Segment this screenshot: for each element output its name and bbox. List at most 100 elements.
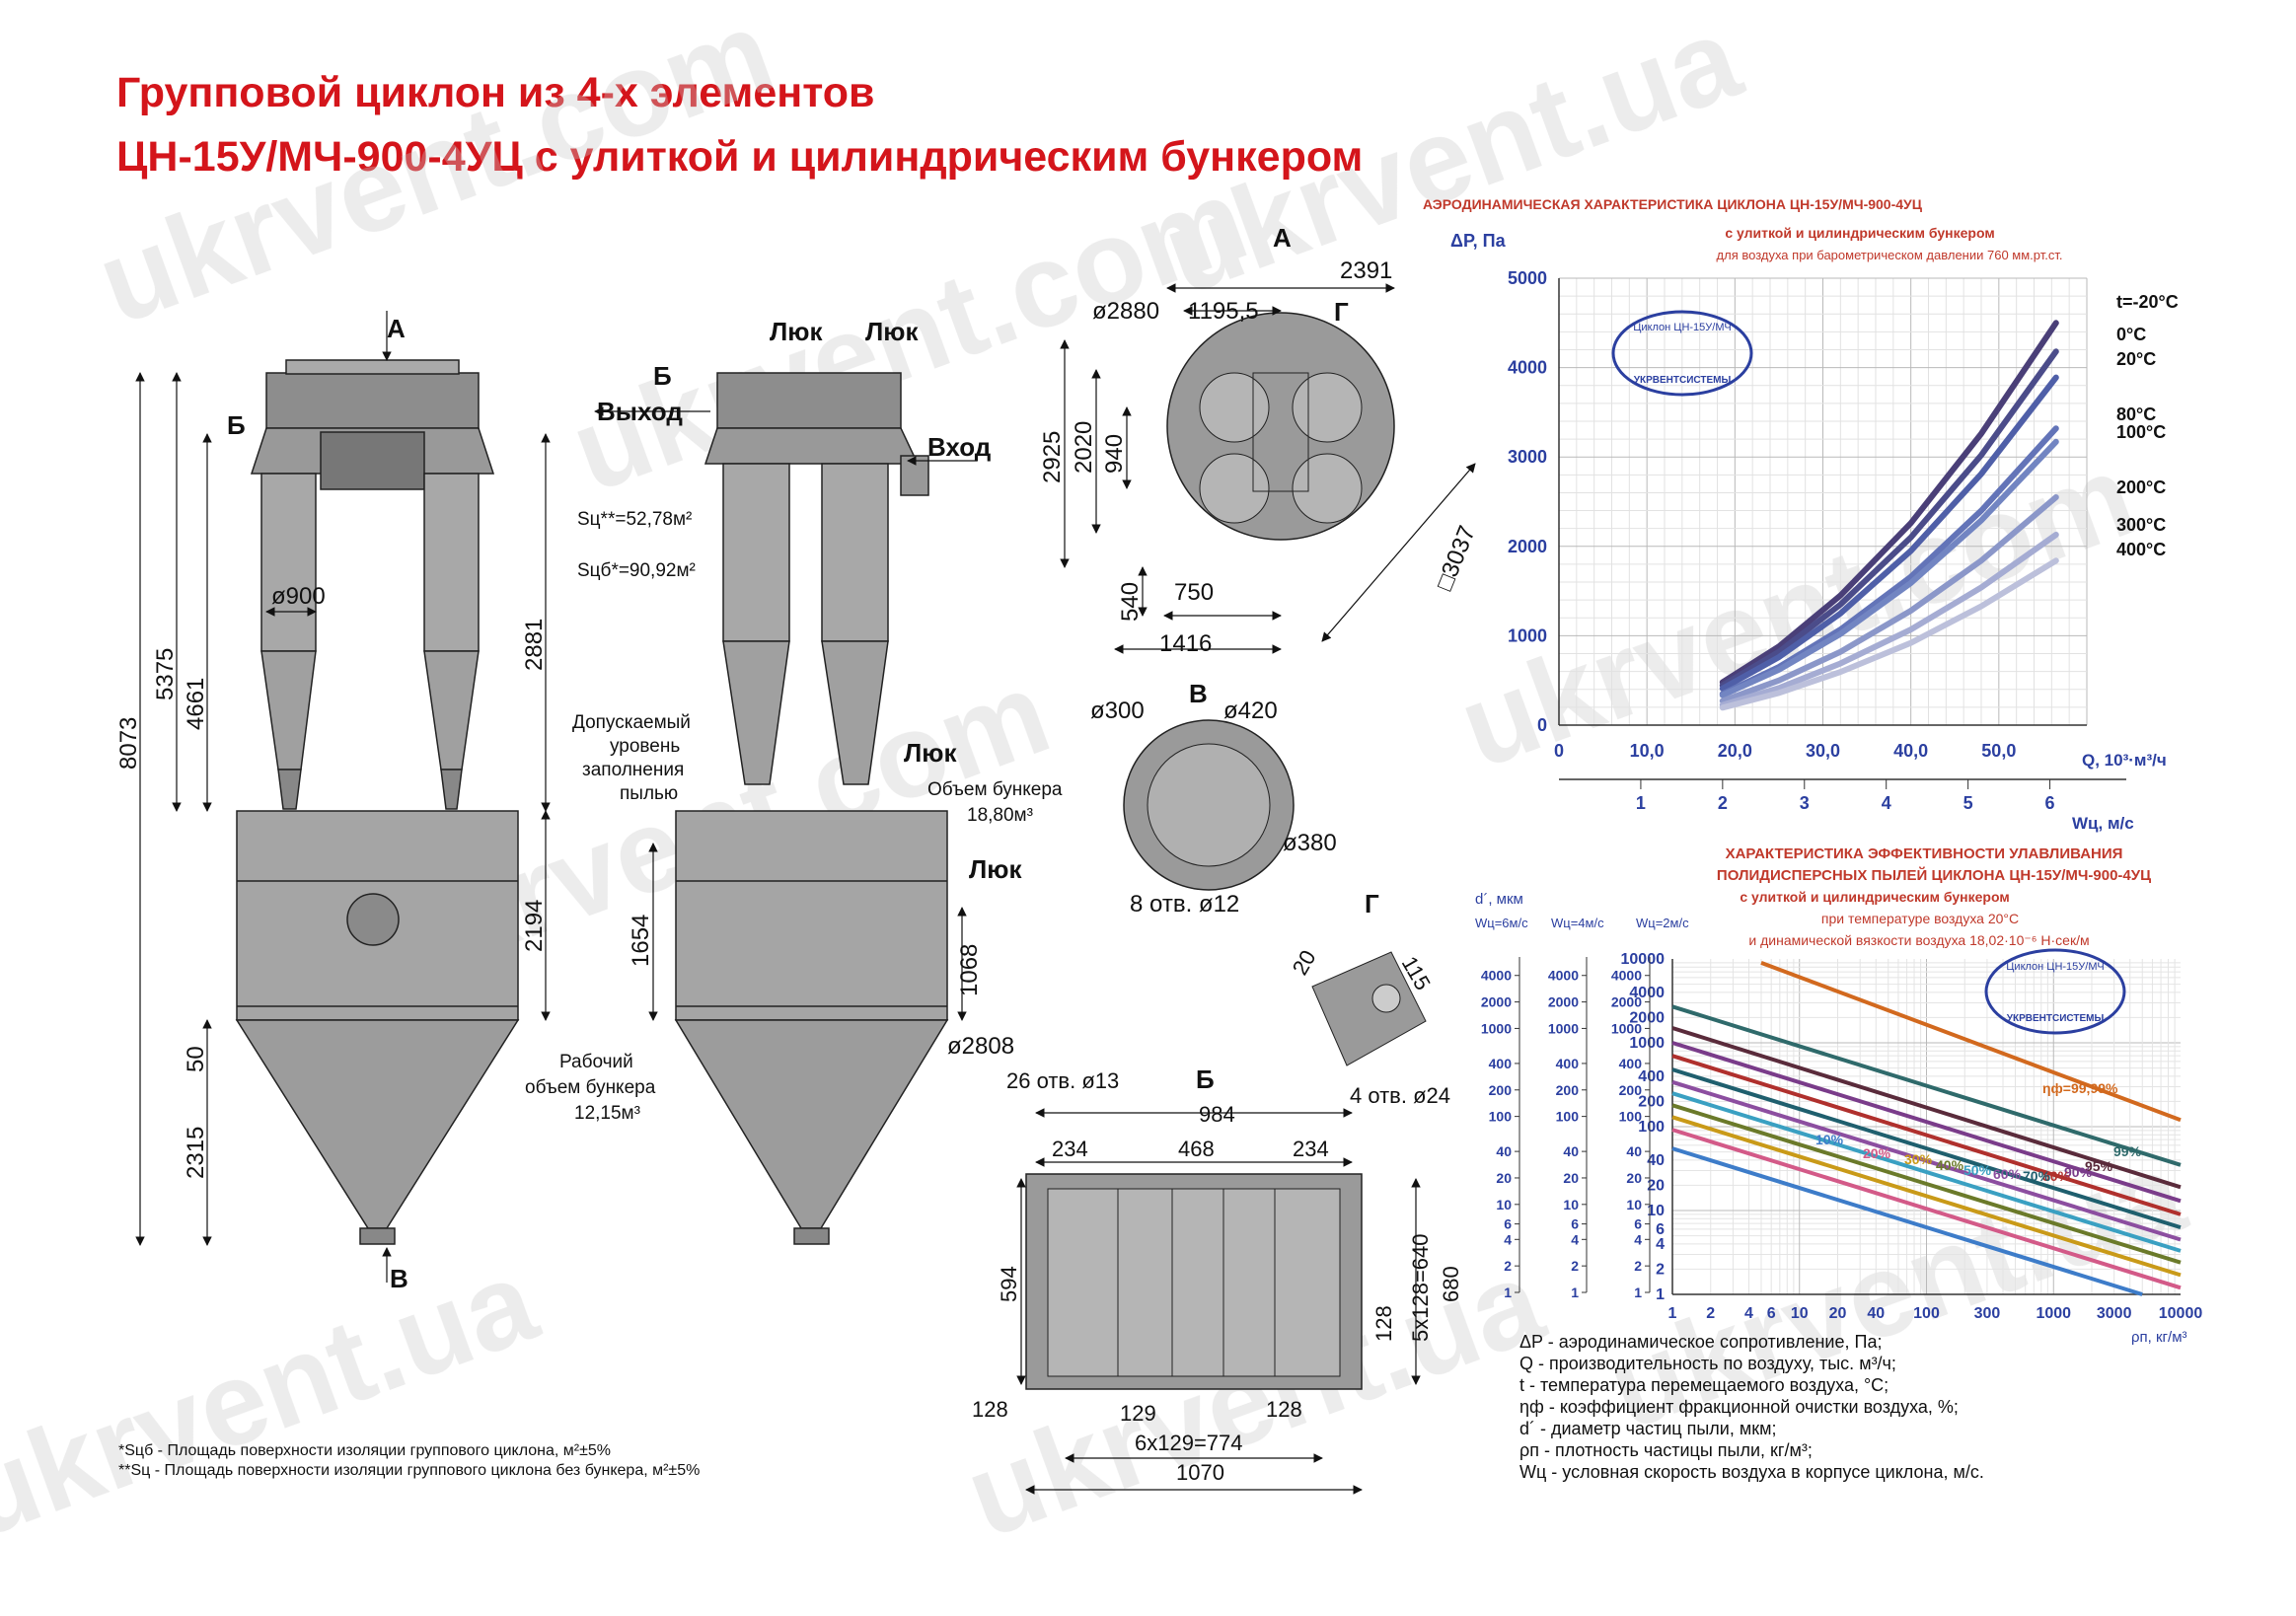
dim-4661: 4661 <box>183 678 209 730</box>
chart1-title: АЭРОДИНАМИЧЕСКАЯ ХАРАКТЕРИСТИКА ЦИКЛОНА … <box>1423 196 1923 212</box>
legend-line: ηф - коэффициент фракционной очистки воз… <box>1519 1397 1959 1417</box>
dust-level-label: заполнения <box>582 760 684 780</box>
watermark-text: ukrvent.ua <box>1148 0 1756 320</box>
chart2-x-tick: 300 <box>1974 1305 2001 1322</box>
footnote-2: **Sц - Площадь поверхности изоляции груп… <box>118 1462 701 1479</box>
chart2-extra-tick: 4000 <box>1548 968 1579 984</box>
chart2-extra-tick: 40 <box>1626 1143 1642 1159</box>
view-g-mark: Г <box>1334 297 1349 327</box>
working-volume-label: объем бункера <box>525 1077 656 1098</box>
chart2-series-label: ηф=99,99% <box>2042 1080 2118 1096</box>
chart2-series-label: 20% <box>1863 1145 1891 1161</box>
chart1-logo: Циклон ЦН-15У/МЧ УКРВЕНТСИСТЕМЫ <box>1611 310 1753 397</box>
chart2-subtitle-1: ПОЛИДИСПЕРСНЫХ ПЫЛЕЙ ЦИКЛОНА ЦН-15У/МЧ-9… <box>1717 866 2151 884</box>
side-labels: Б Выход Вход Люк Люк Люк Люк <box>597 317 1022 884</box>
dim-a-sq3037: □3037 <box>1432 522 1481 594</box>
chart2-extra-tick: 1000 <box>1481 1020 1512 1036</box>
title-line-1: Групповой циклон из 4-х элементов <box>116 69 875 116</box>
chart1-series-line <box>1719 494 2059 704</box>
chart2-extra-tick: 100 <box>1489 1109 1513 1125</box>
chart2-y-tick: 4 <box>1656 1236 1665 1253</box>
dim-a-2391: 2391 <box>1340 257 1392 284</box>
front-view <box>235 359 520 1245</box>
chart2-series-line <box>1671 1103 2182 1265</box>
chart2-extra-tick: 2000 <box>1611 994 1642 1010</box>
chart2-series-line <box>1671 1041 2182 1204</box>
footnote-1: *Sцб - Площадь поверхности изоляции груп… <box>118 1442 611 1459</box>
dim-d900: ø900 <box>271 583 326 610</box>
working-volume-label: 12,15м³ <box>574 1103 640 1124</box>
chart2-extra-tick: 4000 <box>1481 968 1512 984</box>
dim-a-2020: 2020 <box>1071 421 1097 474</box>
hopper-volume-label: 18,80м³ <box>967 805 1033 826</box>
dim-a-1416: 1416 <box>1159 630 1212 657</box>
chart2-extra-tick: 6 <box>1504 1216 1512 1232</box>
legend-line: ρп - плотность частицы пыли, кг/м³; <box>1519 1440 1813 1460</box>
dim-b-holes: 26 отв. ø13 <box>1006 1068 1119 1093</box>
dim-1654: 1654 <box>628 915 654 967</box>
chart2-subtitle-3: при температуре воздуха 20°C <box>1821 911 2019 926</box>
chart2-series-line <box>1671 1026 2182 1190</box>
chart1-x2-tick: 3 <box>1800 793 1810 813</box>
chart1-x-tick: 30,0 <box>1806 741 1840 761</box>
chart1-series-line <box>1719 348 2059 689</box>
chart2-extra-tick: 2000 <box>1548 994 1579 1010</box>
chart1-x2-tick: 6 <box>2045 793 2055 813</box>
chart2-xlabel: ρп, кг/м³ <box>2131 1329 2187 1346</box>
dim-2315: 2315 <box>183 1127 209 1179</box>
view-a: А 2391 ø2880 1195,5 Г 2925 2020 940 540 … <box>1039 223 1481 657</box>
chart1-x-tick: 10,0 <box>1630 741 1665 761</box>
chart2-extra-tick: 100 <box>1556 1109 1580 1125</box>
view-v-title: В <box>1189 679 1208 708</box>
chart2-series-label: 99% <box>2113 1143 2142 1159</box>
chart1-y-tick: 3000 <box>1508 447 1547 467</box>
view-g-title: Г <box>1365 889 1379 918</box>
chart1-series-line <box>1719 374 2059 692</box>
chart2-extra-tick: 4 <box>1571 1231 1579 1247</box>
dim-8073: 8073 <box>115 717 142 770</box>
chart2-extra-tick: 20 <box>1496 1170 1512 1186</box>
dim-a-540: 540 <box>1117 582 1144 622</box>
chart1-series-line <box>1719 438 2059 698</box>
chart2-y-tick: 100 <box>1638 1119 1665 1136</box>
side-view <box>674 372 949 1245</box>
aerodynamic-chart: АЭРОДИНАМИЧЕСКАЯ ХАРАКТЕРИСТИКА ЦИКЛОНА … <box>1423 196 2179 833</box>
dim-g-holes: 4 отв. ø24 <box>1350 1083 1450 1108</box>
view-b: Б 26 отв. ø13 984 234 468 234 594 680 5x… <box>972 1065 1463 1495</box>
chart1-series-label: 400°C <box>2116 540 2166 559</box>
chart1-series-label: 100°C <box>2116 422 2166 442</box>
chart2-logo-text: Циклон ЦН-15У/МЧ <box>2006 961 2104 973</box>
dim-v-d420: ø420 <box>1223 698 1278 724</box>
chart2-extra-tick: 2 <box>1634 1258 1642 1274</box>
chart2-series-line <box>1760 961 2182 1123</box>
hatch-label-4: Люк <box>969 854 1022 884</box>
chart2-extra-tick: 40 <box>1563 1143 1579 1159</box>
chart2-extra-tick: 4 <box>1634 1231 1642 1247</box>
chart1-series-label: 300°C <box>2116 515 2166 535</box>
efficiency-chart: ХАРАКТЕРИСТИКА ЭФФЕКТИВНОСТИ УЛАВЛИВАНИЯ… <box>1475 845 2202 1346</box>
dim-a-1195: 1195,5 <box>1188 298 1259 325</box>
chart2-series-label: 70% <box>2023 1168 2051 1184</box>
chart2-series-label: 30% <box>1904 1151 1933 1167</box>
chart2-y-tick: 2000 <box>1629 1009 1665 1026</box>
dim-b-5x128: 5x128=640 <box>1408 1234 1433 1343</box>
chart1-subtitle-1: с улиткой и цилиндрическим бункером <box>1725 225 1994 241</box>
chart1-xlabel: Q, 10³·м³/ч <box>2082 751 2167 770</box>
chart2-x-tick: 20 <box>1829 1305 1847 1322</box>
chart2-x-tick: 1000 <box>2036 1305 2071 1322</box>
chart2-series-label: 50% <box>1963 1162 1992 1178</box>
chart1-x2-tick: 2 <box>1718 793 1728 813</box>
chart2-y-tick: 2 <box>1656 1261 1665 1278</box>
inlet-label: Вход <box>927 432 992 462</box>
dim-b-129: 129 <box>1120 1401 1156 1426</box>
dim-v-d380: ø380 <box>1283 830 1337 856</box>
chart2-y-tick: 20 <box>1647 1177 1665 1194</box>
dim-b-468: 468 <box>1178 1137 1215 1161</box>
chart2-series-label: 95% <box>2085 1158 2113 1174</box>
dim-b-984: 984 <box>1199 1102 1235 1127</box>
chart2-extra-tick: 200 <box>1489 1082 1513 1098</box>
dim-b-128-left: 128 <box>972 1397 1008 1422</box>
dim-5375: 5375 <box>152 648 179 700</box>
chart2-series-line <box>1671 1054 2182 1216</box>
